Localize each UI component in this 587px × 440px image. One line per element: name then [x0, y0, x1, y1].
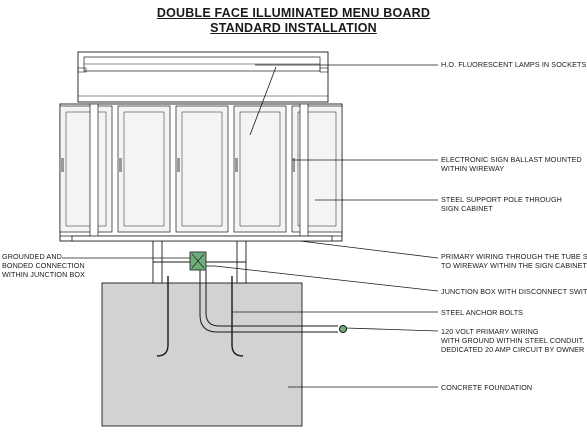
title-line-1: DOUBLE FACE ILLUMINATED MENU BOARD	[156, 6, 431, 20]
diagram-title: DOUBLE FACE ILLUMINATED MENU BOARD STAND…	[0, 6, 587, 36]
label-concrete: CONCRETE FOUNDATION	[441, 383, 533, 392]
steel-conduit	[199, 270, 347, 333]
label-pole-2: SIGN CABINET	[441, 204, 493, 213]
title-line-2: STANDARD INSTALLATION	[210, 21, 377, 35]
label-primary-1: PRIMARY WIRING THROUGH THE TUBE STRU	[441, 252, 587, 261]
label-grounded-2: BONDED CONNECTION	[2, 261, 85, 270]
label-anchor: STEEL ANCHOR BOLTS	[441, 308, 524, 317]
label-grounded-1: GROUNDED AND	[2, 252, 62, 261]
label-ballast-1: ELECTRONIC SIGN BALLAST MOUNTED	[441, 155, 582, 164]
label-volt-2: WITH GROUND WITHIN STEEL CONDUIT.	[441, 336, 585, 345]
junction-box	[189, 251, 207, 271]
lamp-housing	[77, 51, 329, 103]
label-grounded-3: WITHIN JUNCTION BOX	[2, 270, 85, 279]
leader-lines	[62, 64, 439, 388]
label-lamps: H.O. FLUORESCENT LAMPS IN SOCKETS	[441, 60, 587, 69]
label-pole-1: STEEL SUPPORT POLE THROUGH	[441, 195, 562, 204]
label-volt-1: 120 VOLT PRIMARY WIRING	[441, 327, 539, 336]
label-ballast-2: WITHIN WIREWAY	[441, 164, 505, 173]
cabinet-base-rail	[71, 235, 333, 242]
anchor-bolts	[156, 276, 244, 357]
concrete-foundation	[101, 282, 303, 427]
label-primary-2: TO WIREWAY WITHIN THE SIGN CABINETS	[441, 261, 587, 270]
label-volt-3: DEDICATED 20 AMP CIRCUIT BY OWNER	[441, 345, 585, 354]
label-junction: JUNCTION BOX WITH DISCONNECT SWITCH	[441, 287, 587, 296]
